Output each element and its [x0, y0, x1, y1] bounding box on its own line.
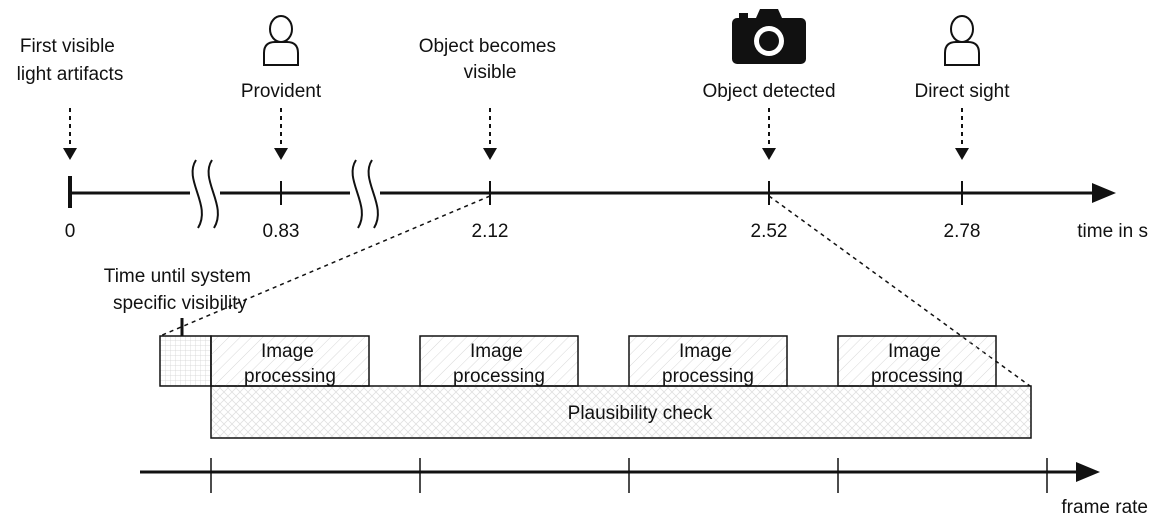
- system-visibility-box: [159, 335, 212, 387]
- image-processing-label: Image processing: [453, 341, 545, 387]
- time-axis-label: time in s: [1077, 221, 1148, 242]
- event-object-detected-label: Object detected: [702, 81, 835, 102]
- event-first-visible-label: First visible light artifacts: [17, 36, 124, 85]
- event-arrowheads: [63, 148, 969, 160]
- tick-label: 2.12: [472, 221, 509, 242]
- tick-label: 0: [65, 221, 76, 242]
- person-icon: [944, 15, 980, 66]
- tick-label: 0.83: [263, 221, 300, 242]
- zoom-lines: [159, 195, 1031, 387]
- image-processing-box: Image processing: [210, 335, 370, 387]
- plausibility-check-box: [210, 385, 1032, 439]
- axis-break: [190, 159, 220, 229]
- image-processing-box: Image processing: [837, 335, 997, 387]
- event-provident-label: Provident: [241, 81, 322, 102]
- camera-icon: [732, 9, 806, 64]
- frame-rate-axis: [140, 458, 1100, 493]
- image-processing-label: Image processing: [662, 341, 754, 387]
- system-visibility-label: Time until system specific visibility: [104, 266, 256, 314]
- image-processing-box: Image processing: [419, 335, 579, 387]
- time-axis: [68, 176, 1116, 208]
- tick-label: 2.52: [751, 221, 788, 242]
- event-direct-sight-label: Direct sight: [914, 81, 1010, 102]
- tick-label: 2.78: [944, 221, 981, 242]
- frame-rate-label: frame rate: [1061, 497, 1148, 518]
- event-object-visible-label: Object becomes visible: [419, 36, 562, 83]
- event-arrows: [69, 108, 963, 150]
- plausibility-check-label: Plausibility check: [568, 403, 713, 424]
- image-processing-box: Image processing: [628, 335, 788, 387]
- person-icon: [263, 15, 299, 66]
- image-processing-label: Image processing: [871, 341, 963, 387]
- axis-break: [350, 159, 380, 229]
- image-processing-label: Image processing: [244, 341, 336, 387]
